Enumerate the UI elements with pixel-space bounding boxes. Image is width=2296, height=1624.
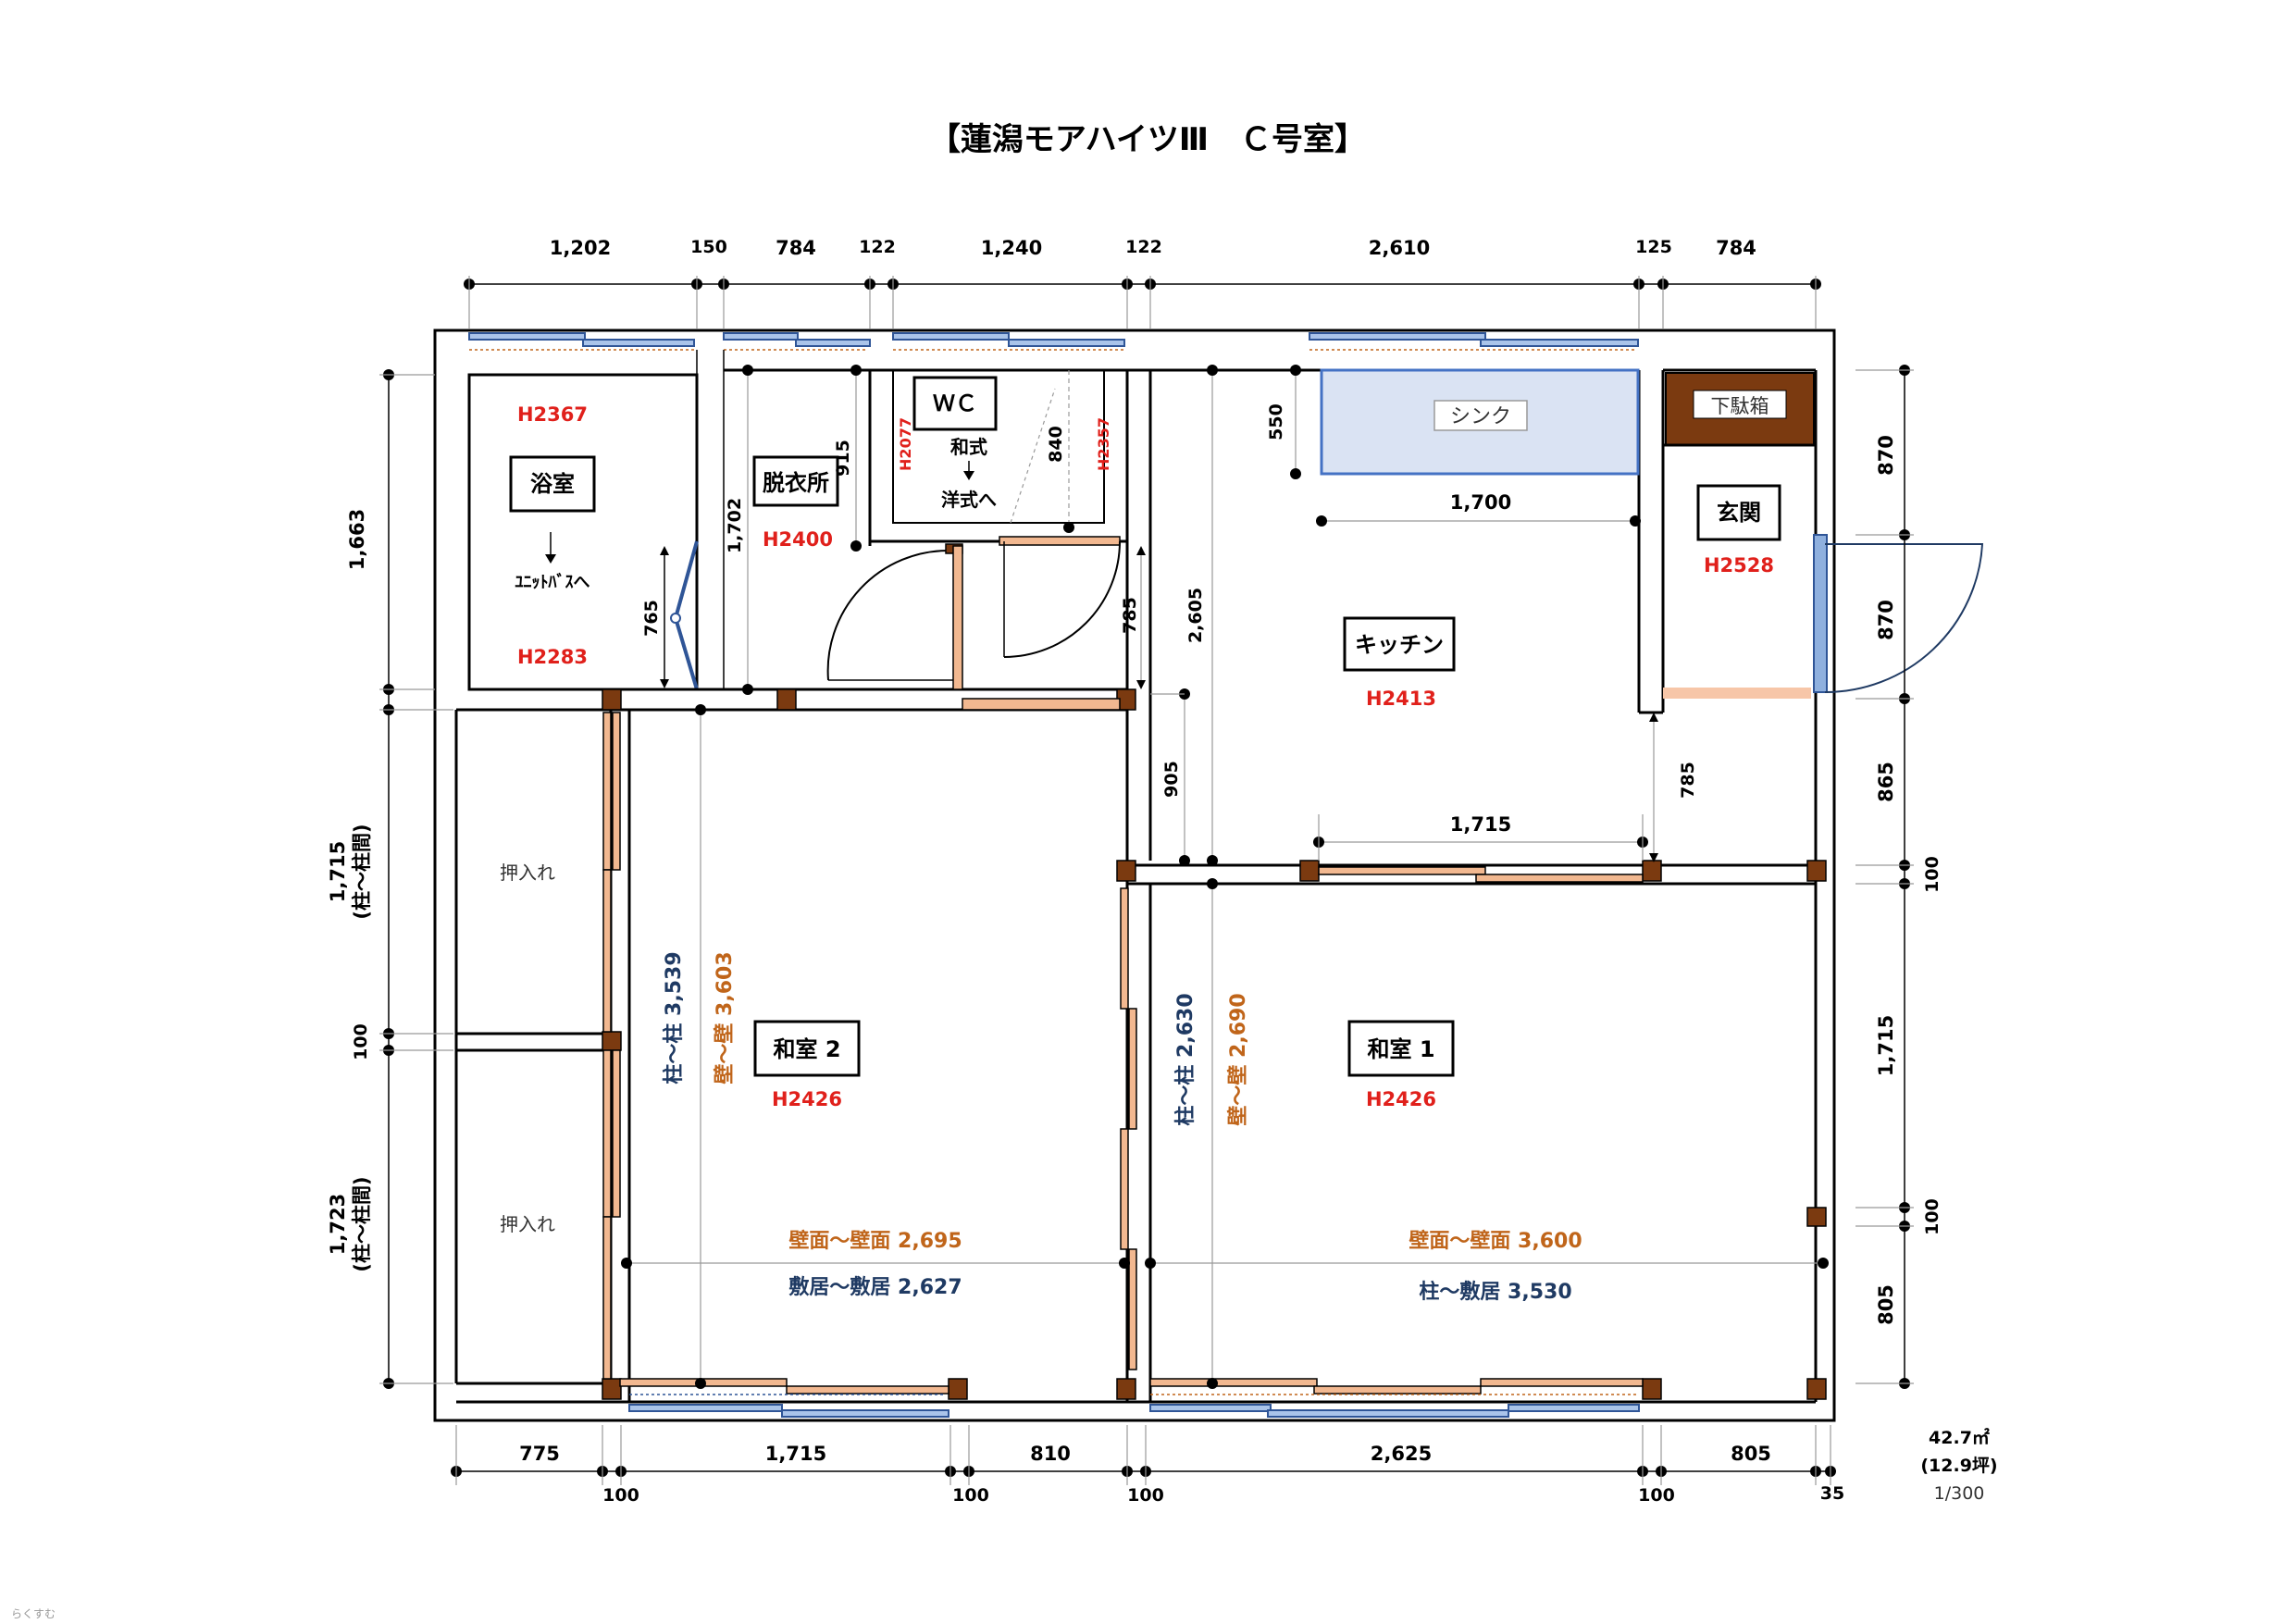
watermark: らくすむ: [11, 1607, 56, 1620]
right-dimension-line: 870 870 865 100 1,715 100 805: [1855, 365, 1942, 1389]
plan-title: 【蓮潟モアハイツⅢ Ｃ号室】: [929, 121, 1366, 158]
bottom-sub-dim: 100: [1638, 1485, 1675, 1506]
top-dim-label: 2,610: [1369, 237, 1430, 259]
kitchen-2605-dim: 2,605: [1185, 588, 1206, 643]
washitsu1-sill-h-dim: 柱～敷居 3,530: [1419, 1280, 1571, 1304]
left-dim-4b: (柱～柱間): [351, 1176, 373, 1271]
bottom-sub-dim: 100: [1127, 1485, 1164, 1506]
washitsu1-wall-h-dim: 壁面～壁面 3,600: [1409, 1229, 1582, 1253]
wc-height-right: H2357: [1095, 417, 1112, 471]
bottom-sub-dim: 100: [952, 1485, 989, 1506]
right-dim-label: 1,715: [1875, 1015, 1897, 1076]
left-dim-2a: 1,715: [327, 841, 349, 902]
dressing-dim: 1,702: [725, 498, 745, 553]
bottom-sub-dim: 35: [1820, 1483, 1844, 1504]
washitsu-1: 和室 1 H2426 柱～柱 2,630 壁～壁 2,690 壁面～壁面 3,6…: [1145, 878, 1829, 1389]
wc-note-2: 洋式へ: [941, 489, 997, 511]
entrance-785-dim: 785: [1678, 762, 1698, 799]
right-dim-label: 870: [1875, 600, 1897, 640]
top-dim-label: 784: [1716, 237, 1756, 259]
bath-height: H2367: [517, 403, 588, 426]
top-dim-label: 784: [776, 237, 816, 259]
washitsu1-label: 和室 1: [1367, 1036, 1434, 1062]
bottom-dimension-line: 775 1,715 810 2,625 805 100 100 100 100 …: [451, 1425, 1844, 1506]
wc-label: ＷＣ: [933, 391, 977, 416]
entrance: 下駄箱 玄関 H2528: [1663, 372, 1984, 694]
top-dim-label: 122: [859, 237, 896, 257]
bottom-dim-label: 1,715: [765, 1443, 826, 1465]
bath-door-dim: 765: [641, 600, 662, 637]
bottom-dim-label: 810: [1030, 1443, 1071, 1465]
bottom-windows: [628, 1394, 1640, 1418]
hall-785-dim: 785: [1120, 597, 1140, 634]
top-windows: [468, 332, 1639, 351]
right-dim-label: 100: [1922, 1198, 1942, 1235]
bath-height-2: H2283: [517, 646, 588, 668]
bath-label: 浴室: [530, 471, 575, 497]
wc-room: ＷＣ 和式 洋式へ H2077 H2357 840: [868, 368, 1129, 658]
wc-note-1: 和式: [950, 436, 987, 458]
shoe-box-label: 下駄箱: [1711, 395, 1769, 417]
washitsu2-wall-h-dim: 壁面～壁面 2,695: [788, 1229, 962, 1253]
kitchen-height: H2413: [1366, 688, 1436, 710]
area-info: 42.7㎡ (12.9坪) 1/300: [1920, 1427, 1997, 1504]
top-dim-label: 1,240: [981, 237, 1042, 259]
top-dim-label: 150: [690, 237, 727, 257]
dressing-label: 脱衣所: [763, 470, 829, 496]
bottom-dim-label: 805: [1731, 1443, 1771, 1465]
bath-room: 浴室 H2367 ﾕﾆｯﾄﾊﾞｽへ H2283 765: [467, 350, 725, 691]
entrance-label: 玄関: [1717, 500, 1761, 526]
bath-note: ﾕﾆｯﾄﾊﾞｽへ: [515, 572, 590, 592]
top-dim-label: 125: [1635, 237, 1672, 257]
left-dim-1: 1,663: [346, 509, 368, 570]
inner-walls: [454, 368, 1818, 1404]
outer-wall: [433, 329, 1836, 1422]
washitsu2-sill-h-dim: 敷居～敷居 2,627: [788, 1275, 962, 1299]
washitsu2-height: H2426: [772, 1088, 842, 1110]
washitsu2-wall-dim: 壁～壁 3,603: [713, 951, 737, 1084]
right-dim-label: 100: [1922, 856, 1942, 893]
right-dim-label: 870: [1875, 435, 1897, 476]
kitchen-1715-dim: 1,715: [1450, 813, 1511, 836]
hall-905-dim: 905: [1161, 761, 1182, 798]
wc-840-dim: 840: [1046, 426, 1066, 463]
left-dim-3: 100: [351, 1023, 371, 1060]
bottom-dim-label: 775: [519, 1443, 560, 1465]
dressing-915-dim: 915: [833, 440, 853, 477]
washitsu2-post-dim: 柱～柱 3,539: [663, 951, 686, 1084]
washitsu2-label: 和室 2: [773, 1036, 840, 1062]
posts: [602, 543, 1827, 1400]
sink-label: シンク: [1450, 405, 1511, 428]
kitchen-550-dim: 550: [1266, 403, 1286, 440]
washitsu1-height: H2426: [1366, 1088, 1436, 1110]
area-scale: 1/300: [1934, 1483, 1985, 1504]
right-dim-label: 805: [1875, 1284, 1897, 1325]
washitsu-2: 和室 2 H2426 柱～柱 3,539 壁～壁 3,603 壁面～壁面 2,6…: [621, 704, 1130, 1389]
right-dim-label: 865: [1875, 762, 1897, 802]
area-sqm: 42.7㎡: [1929, 1427, 1990, 1448]
closet-bottom-label: 押入れ: [500, 1213, 555, 1235]
entrance-height: H2528: [1704, 554, 1774, 576]
bottom-dim-label: 2,625: [1371, 1443, 1432, 1465]
left-dim-2b: (柱～柱間): [351, 824, 373, 919]
fusuma: [602, 545, 1811, 1395]
closet-top-label: 押入れ: [500, 862, 555, 884]
wc-height-left: H2077: [897, 417, 914, 471]
entrance-door: [1813, 534, 1828, 693]
area-tsubo: (12.9坪): [1920, 1456, 1997, 1476]
kitchen-label: キッチン: [1355, 632, 1444, 658]
top-dim-label: 122: [1125, 237, 1162, 257]
left-dim-4a: 1,723: [327, 1194, 349, 1255]
dressing-height: H2400: [763, 528, 833, 551]
left-dimension-line: 1,663 1,715 (柱～柱間) 100 1,723 (柱～柱間): [327, 369, 453, 1389]
top-dim-label: 1,202: [550, 237, 611, 259]
washitsu1-wall-dim: 壁～壁 2,690: [1226, 993, 1250, 1125]
kitchen-1700-dim: 1,700: [1450, 491, 1511, 514]
bottom-sub-dim: 100: [602, 1485, 639, 1506]
kitchen: シンク 550 1,700 2,605 キッチン H2413 785 905 1…: [1120, 365, 1698, 866]
top-dimension-line: 1,202 150 784 122 1,240 122 2,610 125 78…: [464, 237, 1821, 329]
washitsu1-post-dim: 柱～柱 2,630: [1174, 993, 1198, 1125]
